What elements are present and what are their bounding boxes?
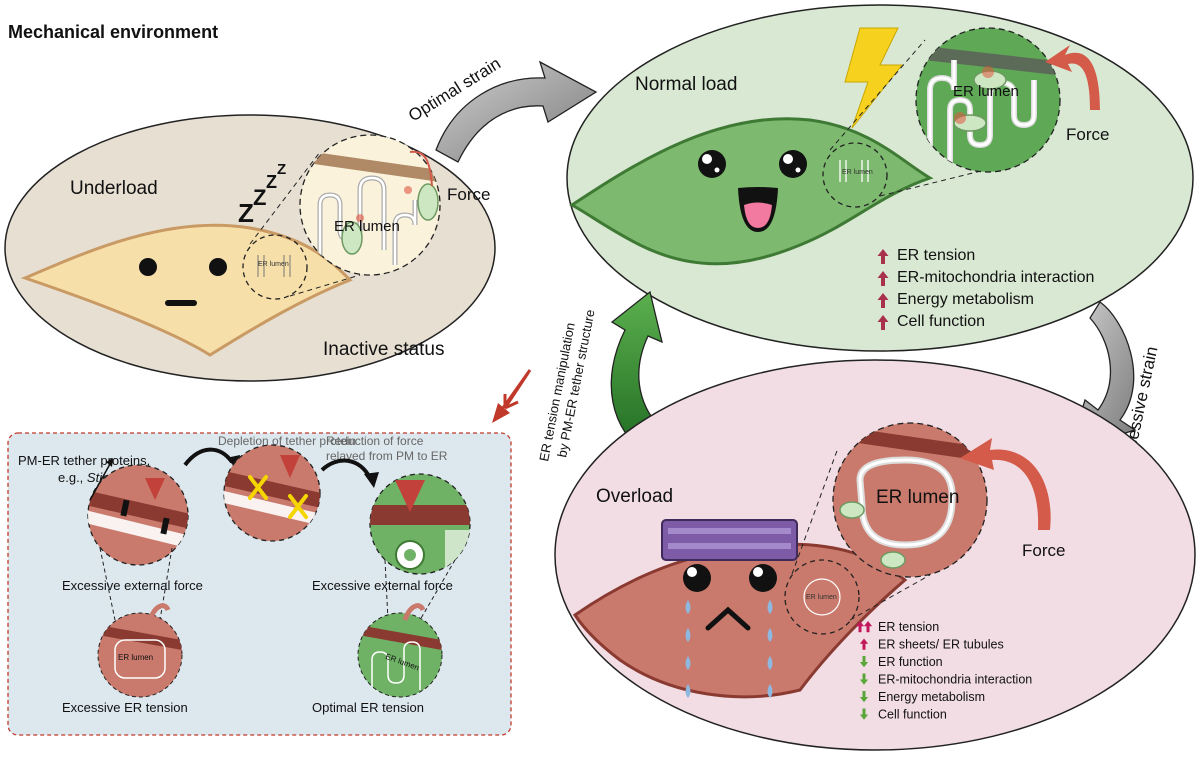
underload-right-eye xyxy=(209,258,227,276)
down-arrow-icon xyxy=(859,656,869,668)
up-arrow-icon xyxy=(877,315,889,330)
inset-depletion-label: Depletion of tether protein xyxy=(218,434,356,448)
inset-left-tension-label: Excessive ER tension xyxy=(62,700,188,715)
overload-effect-item: Cell function xyxy=(878,708,947,722)
overload-force-arrow xyxy=(960,438,1051,530)
normal-zoom-source xyxy=(822,142,888,208)
inset-reduction-line1: Reduction of force xyxy=(326,434,424,448)
figure-title: Mechanical environment xyxy=(8,22,218,42)
underload-left-eye xyxy=(139,258,157,276)
overload-lumen-label: ER lumen xyxy=(876,487,959,508)
inset-left-force-label: Excessive external force xyxy=(62,578,203,593)
underload-small-er xyxy=(257,255,291,277)
overload-panel: Overload ER lumen xyxy=(554,359,1196,751)
underload-force-label: Force xyxy=(447,185,490,204)
overload-effect-item: Energy metabolism xyxy=(878,690,985,704)
overload-zoom-source xyxy=(784,559,860,635)
underload-panel: Underload Inactive status Z Z Z Z ER lum… xyxy=(4,114,496,382)
sleep-z-4: Z xyxy=(277,161,286,178)
normal-effect-item: Energy metabolism xyxy=(897,291,1034,308)
up-arrow-icon xyxy=(863,621,873,633)
up-arrow-icon xyxy=(859,638,869,650)
overload-mouth xyxy=(705,606,751,631)
underload-small-lumen-label: ER lumen xyxy=(258,261,289,268)
depletion-x-marks xyxy=(248,475,308,519)
normal-force-label: Force xyxy=(1066,125,1109,144)
normal-effect-item: Cell function xyxy=(897,313,985,330)
inset-right-tension-label: Optimal ER tension xyxy=(312,700,424,715)
overload-effect-item: ER tension xyxy=(878,620,939,634)
normal-lumen-label: ER lumen xyxy=(953,83,1019,100)
lightning-icon xyxy=(844,27,904,129)
overload-small-lumen-label: ER lumen xyxy=(806,594,837,601)
underload-status: Inactive status xyxy=(323,339,444,360)
normal-effect-item: ER tension xyxy=(897,247,975,264)
overload-force-label: Force xyxy=(1022,541,1065,560)
overload-effects-list: ER tension ER sheets/ ER tubules ER functi… xyxy=(855,620,1032,722)
up-arrow-icon xyxy=(877,293,889,308)
underload-cell xyxy=(20,223,353,357)
normal-load-panel: Normal load ER lumen xyxy=(566,4,1194,352)
up-arrow-icon xyxy=(877,271,889,286)
sleep-z-1: Z xyxy=(238,198,254,228)
overload-effect-item: ER sheets/ ER tubules xyxy=(878,638,1004,652)
sleep-z-2: Z xyxy=(253,185,266,210)
overload-effect-item: ER-mitochondria interaction xyxy=(878,673,1032,687)
underload-zoom-source xyxy=(242,234,308,300)
underload-lumen-label: ER lumen xyxy=(334,218,400,235)
optimal-strain-arrow: Optimal strain xyxy=(405,54,598,163)
normal-title: Normal load xyxy=(635,74,737,95)
overload-headband xyxy=(661,519,798,561)
up-arrow-icon xyxy=(877,249,889,264)
inset-right-force-label: Excessive external force xyxy=(312,578,453,593)
underload-mouth xyxy=(165,300,197,306)
underload-force-arrow xyxy=(409,150,433,187)
sleep-z-3: Z xyxy=(266,172,277,192)
underload-title: Underload xyxy=(70,178,158,199)
down-arrow-icon xyxy=(859,708,869,720)
normal-small-lumen-label: ER lumen xyxy=(842,169,873,176)
up-arrow-icon xyxy=(855,621,865,633)
down-arrow-icon xyxy=(859,673,869,685)
normal-force-arrow xyxy=(1045,45,1100,110)
overload-tears xyxy=(685,600,773,698)
normal-effect-item: ER-mitochondria interaction xyxy=(897,269,1094,286)
inset-reduction-line2: relayed from PM to ER xyxy=(326,449,448,463)
overload-title: Overload xyxy=(596,486,673,507)
inset-tether-label-line1: PM-ER tether proteins, xyxy=(18,453,150,468)
overload-effect-item: ER function xyxy=(878,655,943,669)
down-arrow-icon xyxy=(859,691,869,703)
inset-left-lumen-label: ER lumen xyxy=(118,653,153,662)
inset-panel: PM-ER tether proteins, e.g., Stim1 Deple… xyxy=(7,432,512,736)
